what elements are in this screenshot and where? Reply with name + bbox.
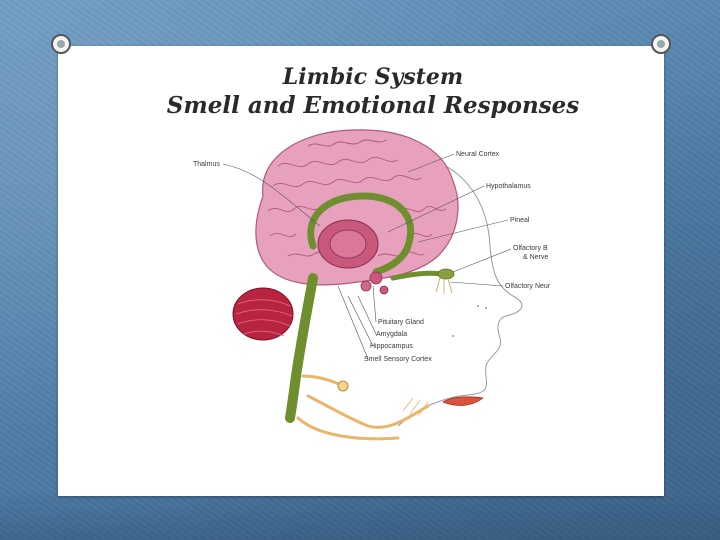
nerve-pathways <box>296 374 430 441</box>
label-thalamus: Thalmus <box>193 161 220 168</box>
label-hypothalamus: Hypothalamus <box>486 183 531 190</box>
pin-icon <box>651 34 671 54</box>
brainstem <box>285 273 318 423</box>
limbic-diagram: Limbic System Smell and Emotional Respon… <box>58 46 664 496</box>
diagram-subtitle: Smell and Emotional Responses <box>166 92 580 119</box>
label-olfactory-neurons: Olfactory Neur <box>505 283 551 290</box>
slide-bottom-band <box>0 488 720 540</box>
face-profile-outline <box>397 155 523 427</box>
diagram-title: Limbic System <box>282 64 464 90</box>
label-pineal: Pineal <box>510 217 530 224</box>
mouth-lips <box>442 396 484 406</box>
hypothalamus <box>369 271 383 285</box>
olfactory-bulb <box>437 268 455 280</box>
label-smell-sensory-cortex: Smell Sensory Cortex <box>364 356 432 363</box>
pin-icon <box>51 34 71 54</box>
label-amygdala: Amygdala <box>376 331 407 338</box>
label-hippocampus: Hippocampus <box>370 343 413 350</box>
label-pituitary-gland: Pituitary Gland <box>378 319 424 326</box>
label-olfactory-bulb-1: Olfactory B <box>513 245 548 252</box>
head-illustration: Thalmus Neural Cortex Hypothalamus Pinea… <box>193 129 551 441</box>
label-olfactory-bulb-2: & Nerve <box>523 254 548 261</box>
cerebellum <box>232 287 294 341</box>
pituitary-gland <box>379 285 389 295</box>
limbic-ring <box>307 192 415 276</box>
label-neural-cortex: Neural Cortex <box>456 151 500 158</box>
